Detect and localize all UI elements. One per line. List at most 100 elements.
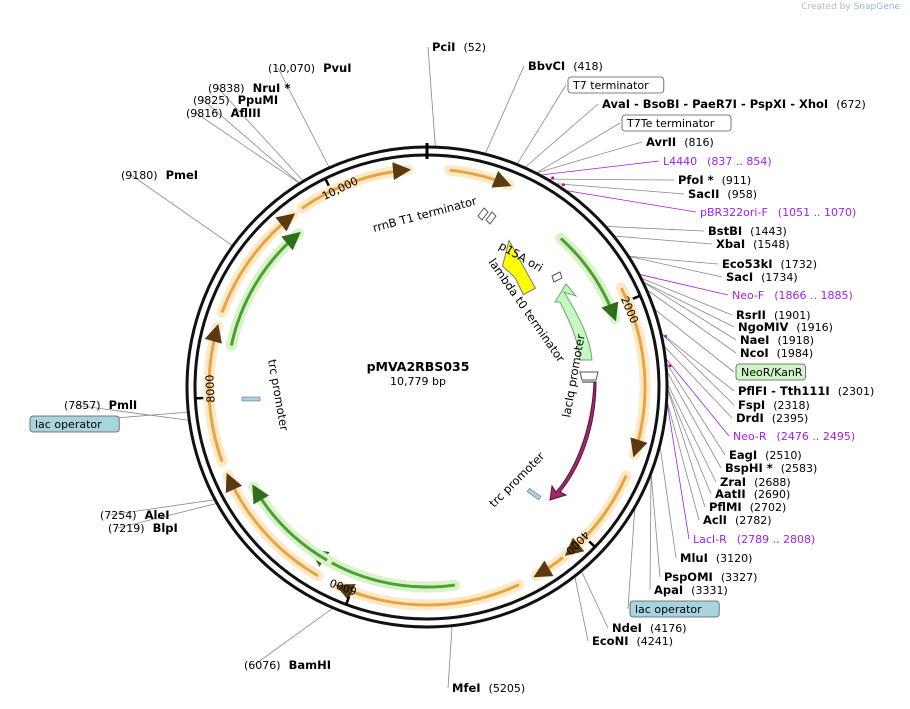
snapgene-logo: SnapGene — [853, 2, 900, 12]
feature-arc-9 — [229, 231, 301, 346]
site-name-25: BspHI * — [725, 461, 773, 475]
site-name-33: ApaI — [654, 583, 683, 597]
site-name-35: NdeI — [612, 621, 642, 635]
site-name-5: AvrII — [646, 135, 676, 149]
site-pos-17: (1918) — [777, 334, 814, 347]
site-name-3: AvaI - BsoBI - PaeR7I - PspXI - XhoI — [602, 97, 828, 111]
site-pos-18: (1984) — [777, 347, 814, 360]
leader-line-33 — [649, 473, 652, 591]
site-pos-26: (2688) — [754, 476, 791, 489]
leader-line-29 — [666, 399, 700, 521]
site-pos-5: (816) — [684, 136, 714, 149]
leader-line-47 — [277, 67, 330, 168]
site-name-9: pBR322ori-F — [700, 206, 768, 219]
leader-line-26 — [666, 382, 717, 483]
site-name-6: L4440 — [663, 155, 697, 168]
site-name-16: NgoMIV — [738, 320, 788, 334]
site-name-37: MfeI — [452, 681, 481, 695]
feature-box-34 — [629, 600, 720, 618]
leader-line-23 — [664, 357, 730, 437]
leader-line-36 — [574, 576, 589, 642]
site-name-42: PmlI — [109, 398, 138, 412]
site-name-44: AflIII — [231, 106, 261, 120]
site-pos-11: (1548) — [753, 238, 790, 251]
feature-box-label-4: T7Te terminator — [626, 117, 715, 130]
primer-dot-0 — [551, 176, 555, 180]
trc-promoter-label-right: trc promoter — [486, 449, 547, 510]
site-pos-10: (1443) — [750, 225, 787, 238]
feature-arcs — [203, 162, 651, 611]
tick-0 — [632, 294, 641, 300]
leader-line-16 — [642, 281, 735, 328]
leader-line-25 — [666, 370, 722, 469]
site-name-38: BamHI — [289, 658, 331, 672]
leader-line-3 — [524, 103, 599, 169]
site-name-23: Neo-R — [733, 430, 767, 443]
leader-line-8 — [554, 183, 685, 195]
leader-line-20 — [660, 332, 735, 392]
site-name-14: Neo-F — [732, 289, 764, 302]
leader-line-35 — [580, 570, 609, 629]
site-pos-33: (3331) — [691, 584, 728, 597]
site-pos-27: (2690) — [754, 488, 791, 501]
leader-line-4 — [535, 122, 621, 174]
laci-arrow — [549, 381, 597, 501]
credit: Created by SnapGene — [801, 2, 900, 12]
site-pos-3: (672) — [836, 98, 866, 111]
site-name-11: XbaI — [716, 237, 745, 251]
lac-operator-marker-left — [241, 396, 261, 402]
leader-line-9 — [564, 190, 697, 213]
site-pos-0: (52) — [463, 41, 486, 54]
site-name-26: ZraI — [720, 475, 746, 489]
site-name-7: PfoI * — [678, 173, 714, 187]
site-pos-25: (2583) — [781, 462, 818, 475]
plasmid-length: 10,779 bp — [390, 375, 446, 388]
tick-label-3: 8000 — [203, 374, 217, 403]
site-name-30: LacI-R — [693, 533, 727, 546]
site-pos-31: (3120) — [716, 552, 753, 565]
site-name-15: RsrII — [736, 308, 766, 322]
site-name-20: PflFI - Tth111I — [738, 384, 830, 398]
leader-lines — [41, 46, 737, 689]
plasmid-name: pMVA2RBS035 — [367, 359, 470, 374]
site-name-22: DrdI — [736, 411, 764, 425]
leader-line-38 — [253, 607, 334, 666]
leader-line-42 — [73, 404, 190, 421]
leader-line-7 — [546, 178, 675, 181]
site-name-28: PflMI — [709, 500, 742, 514]
tick-1 — [588, 540, 596, 548]
leader-line-2 — [516, 84, 567, 165]
tick-2 — [344, 596, 351, 605]
site-pos-23: (2476 .. 2495) — [777, 430, 856, 443]
site-pos-7: (911) — [722, 174, 752, 187]
leader-line-18 — [646, 289, 737, 354]
feature-arc-4 — [225, 472, 319, 578]
leader-line-24 — [665, 361, 726, 456]
feature-box-label-34: lac operator — [635, 603, 702, 616]
site-pos-6: (837 .. 854) — [707, 155, 772, 168]
site-name-46: NruI * — [253, 81, 291, 95]
leader-line-28 — [666, 386, 706, 508]
laci-label: lacI — [566, 417, 586, 441]
feature-arc-0 — [449, 168, 512, 188]
leader-line-45 — [202, 99, 301, 184]
feature-arc-8 — [619, 287, 648, 458]
site-pos-37: (5205) — [489, 682, 526, 695]
site-pos-12: (1732) — [781, 258, 818, 271]
site-pos-40: (7254) — [100, 509, 137, 522]
site-pos-45: (9825) — [193, 94, 230, 107]
site-name-32: PspOMI — [664, 570, 713, 584]
site-name-39: BlpI — [153, 521, 178, 535]
leader-line-19 — [653, 308, 735, 373]
site-pos-13: (1734) — [761, 271, 798, 284]
site-pos-47: (10,070) — [268, 62, 315, 75]
primer-dot-2 — [664, 334, 668, 338]
feature-box-label-19: NeoR/KanR — [741, 366, 803, 379]
site-pos-39: (7219) — [108, 522, 145, 535]
site-pos-35: (4176) — [650, 622, 687, 635]
leader-line-1 — [484, 65, 525, 155]
site-pos-9: (1051 .. 1070) — [778, 206, 857, 219]
site-pos-14: (1866 .. 1885) — [774, 289, 853, 302]
feature-box-19 — [735, 363, 806, 381]
